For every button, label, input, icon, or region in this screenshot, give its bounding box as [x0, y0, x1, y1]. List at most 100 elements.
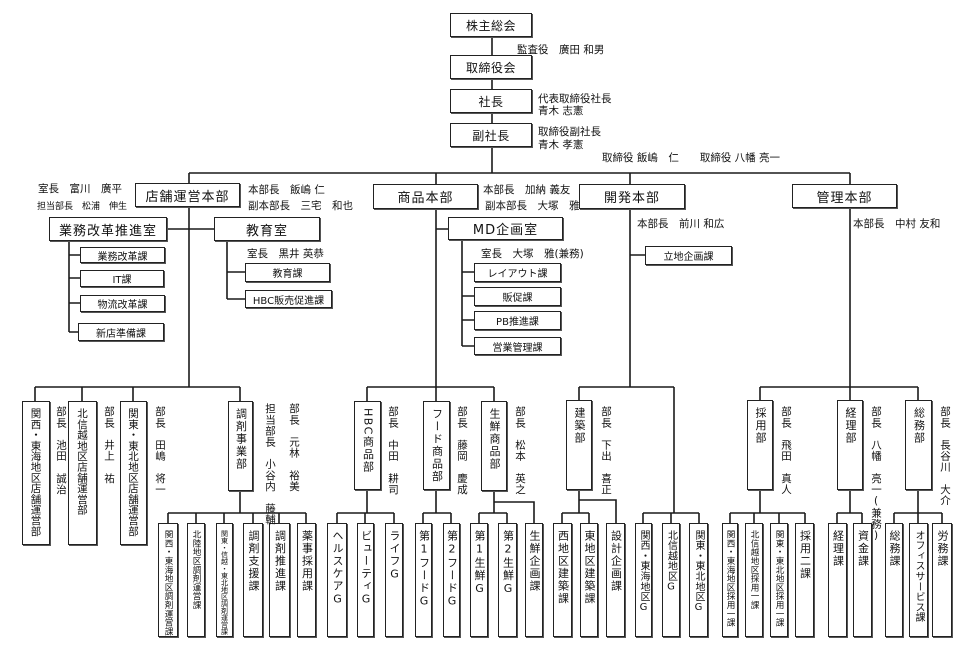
fresh-group-box: 第2生鮮G: [498, 523, 517, 637]
vice-president-title: 取締役副社長: [538, 126, 601, 138]
pb-promotion-section-box: PB推進課: [474, 311, 561, 330]
dispensing-section-box: 薬事採用課: [297, 523, 316, 637]
reform-branch-line: [68, 241, 80, 333]
education-office-box: 教育室: [214, 217, 320, 241]
general-affairs-dept-head: 部長 長谷川 大介: [939, 406, 951, 506]
food-group-box: 第1フードG: [415, 523, 432, 637]
development-head: 本部長 前川 和広: [637, 218, 725, 230]
sales-management-section-box: 営業管理課: [474, 337, 561, 355]
sales-promo-section-box: 販促課: [474, 287, 561, 306]
hbc-branch-line: [336, 490, 395, 523]
md-branch-line: [461, 240, 474, 347]
recruitment-section-box: 採用二課: [795, 523, 814, 637]
construction-section-box: 西地区建築課: [553, 523, 572, 637]
accounting-dept-box: 経理部: [837, 400, 863, 490]
fresh-merch-dept-head: 部長 松本 英之: [514, 406, 526, 495]
reform-section-box: 業務改革課: [80, 247, 165, 263]
fresh-planning-section-box: 生鮮企画課: [525, 523, 543, 637]
hbc-group-box: ヘルスケアG: [327, 523, 347, 637]
hbc-merch-dept-head: 部長 中田 耕司: [387, 406, 399, 495]
food-branch-line: [422, 490, 452, 523]
kanto-tohoku-store-dept-box: 関東・東北地区店舗運営部: [120, 401, 147, 545]
construction-branch-line: [561, 490, 617, 523]
directors-label: 取締役 飯嶋 仁 取締役 八幡 亮一: [602, 152, 781, 164]
kansai-tokai-store-dept-box: 関西・東海地区店舗運営部: [22, 401, 50, 545]
general-affairs-branch-line: [893, 490, 943, 523]
dispensing-dept-manager: 担当部長 小谷内 藤輔: [264, 403, 276, 526]
reform-office-box: 業務改革推進室: [49, 217, 167, 241]
regional-group-box: 関西・東海地区G: [635, 523, 652, 637]
construction-dept-head: 部長 下出 喜正: [600, 406, 612, 495]
vice-president-name: 青木 孝憲: [538, 139, 584, 151]
merch-trunk-line: [435, 209, 448, 387]
recruitment-section-box: 北信越地区採用一課: [745, 523, 763, 637]
regional-group-box: 北信越地区G: [662, 523, 680, 637]
fresh-group-box: 第1生鮮G: [470, 523, 488, 637]
president-title: 代表取締役社長: [538, 93, 612, 105]
education-section-box: 教育課: [245, 263, 330, 282]
dispensing-branch-line: [167, 491, 307, 523]
dispensing-section-box: 北陸地区調剤運営課: [187, 523, 205, 637]
labor-section-box: 労務課: [932, 523, 952, 637]
design-planning-section-box: 設計企画課: [606, 523, 625, 637]
president-box: 社長: [450, 89, 532, 113]
hokushinetsu-store-dept-box: 北信越地区店舗運営部: [68, 401, 97, 545]
md-planning-office-box: MD企画室: [448, 217, 563, 240]
kansai-tokai-store-dept-head: 部長 池田 誠治: [55, 406, 67, 495]
store-ops-deputy: 副本部長 三宅 和也: [248, 200, 353, 212]
md-office-chief: 室長 大塚 雅(兼務): [481, 248, 584, 260]
merch-dept-bus-line: [366, 386, 495, 401]
general-affairs-dept-box: 総務部: [905, 400, 932, 490]
recruit-branch-line: [729, 490, 806, 523]
dev-bus-line: [578, 386, 700, 523]
hbc-sales-promo-section-box: HBC販売促進課: [245, 290, 332, 308]
vice-president-box: 副社長: [450, 123, 532, 147]
hbc-merch-dept-box: HBC商品部: [354, 401, 381, 490]
accounting-dept-head: 部長 八幡 亮一(兼務): [870, 406, 882, 543]
new-store-prep-section-box: 新店準備課: [78, 323, 164, 341]
accounting-branch-line: [836, 490, 863, 523]
layout-section-box: レイアウト課: [474, 263, 561, 282]
shareholders-meeting-box: 株主総会: [450, 13, 532, 37]
fresh-merch-dept-box: 生鮮商品部: [481, 401, 507, 491]
recruitment-dept-head: 部長 飛田 真人: [780, 406, 792, 495]
accounting-section-box: 経理課: [828, 523, 847, 637]
hbc-group-box: ライフG: [385, 523, 403, 637]
store-ops-division-box: 店舗運営本部: [135, 183, 240, 207]
general-affairs-section-box: 総務課: [885, 523, 903, 637]
regional-group-box: 関東・東北地区G: [689, 523, 708, 637]
food-merch-dept-box: フード商品部: [423, 401, 450, 490]
education-branch-line: [226, 241, 245, 300]
store-dept-bus-line: [34, 386, 241, 401]
admin-bus-line: [759, 386, 919, 400]
development-division-box: 開発本部: [579, 184, 685, 209]
dispensing-dept-box: 調剤事業部: [228, 401, 253, 491]
site-planning-section-box: 立地企画課: [645, 246, 732, 265]
administration-division-box: 管理本部: [792, 184, 897, 208]
merchandise-deputy: 副本部長 大塚 雅: [485, 200, 580, 212]
construction-section-box: 東地区建築課: [580, 523, 598, 637]
recruitment-section-box: 関東・東北地区採用一課: [770, 523, 788, 637]
kanto-tohoku-store-dept-head: 部長 田嶋 将一: [154, 406, 166, 495]
merchandise-head: 本部長 加納 義友: [483, 184, 571, 196]
hokushinetsu-store-dept-head: 部長 井上 祐: [103, 406, 115, 484]
reform-office-manager: 担当部長 松浦 伸生: [37, 202, 128, 212]
dev-trunk-line: [629, 209, 645, 387]
construction-dept-box: 建築部: [566, 400, 592, 490]
hbc-group-box: ビューティG: [357, 523, 374, 637]
auditor-label: 監査役 廣田 和男: [517, 44, 605, 56]
recruitment-section-box: 関西・東海地区採用一課: [722, 523, 738, 637]
dispensing-section-box: 関東・信越・東北地区調剤運営課: [216, 523, 233, 637]
administration-head: 本部長 中村 友和: [853, 218, 941, 230]
dispensing-section-box: 調剤支援課: [243, 523, 263, 637]
division-bus-line: [188, 172, 851, 184]
fresh-branch-line: [478, 491, 535, 523]
food-merch-dept-head: 部長 藤岡 慶成: [456, 406, 468, 495]
education-office-chief: 室長 黒井 英恭: [247, 248, 324, 260]
recruitment-dept-box: 採用部: [747, 400, 773, 490]
store-ops-head: 本部長 飯嶋 仁: [248, 184, 325, 196]
merchandise-division-box: 商品本部: [373, 184, 478, 209]
food-group-box: 第2フードG: [443, 523, 460, 637]
dispensing-section-box: 調剤推進課: [269, 523, 290, 637]
